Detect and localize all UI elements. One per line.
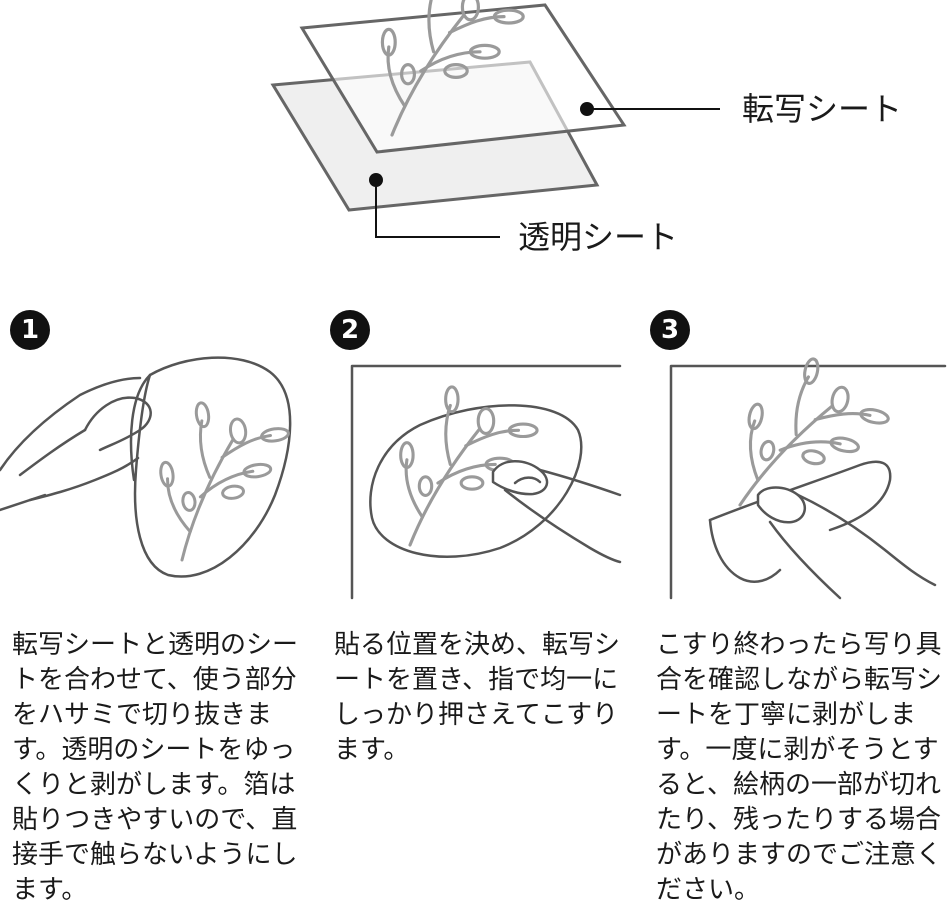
transfer-sheet-leader (580, 102, 720, 116)
step1-illustration (0, 356, 306, 578)
step-2-number-badge: 2 (330, 310, 370, 350)
step3-illustration (669, 346, 947, 600)
transfer-sheet-label: 転写シート (742, 90, 903, 128)
step2-illustration (350, 364, 622, 600)
step-2-description: 貼る位置を決め、転写シートを置き、指で均一にしっかり押さえてこすります。 (334, 630, 621, 765)
step-1-description: 転写シートと透明のシートを合わせて、使う部分をハサミで切り抜きます。透明のシート… (12, 630, 299, 905)
clear-sheet-leader (369, 173, 500, 238)
step-3-number-badge: 3 (650, 310, 690, 350)
step-3-description: こすり終わったら写り具合を確認しながら転写シートを丁寧に剥がします。一度に剥がそ… (656, 630, 943, 905)
transfer-sheet (299, 0, 627, 154)
clear-sheet-label: 透明シート (518, 218, 679, 256)
step-1-number-badge: 1 (10, 310, 50, 350)
